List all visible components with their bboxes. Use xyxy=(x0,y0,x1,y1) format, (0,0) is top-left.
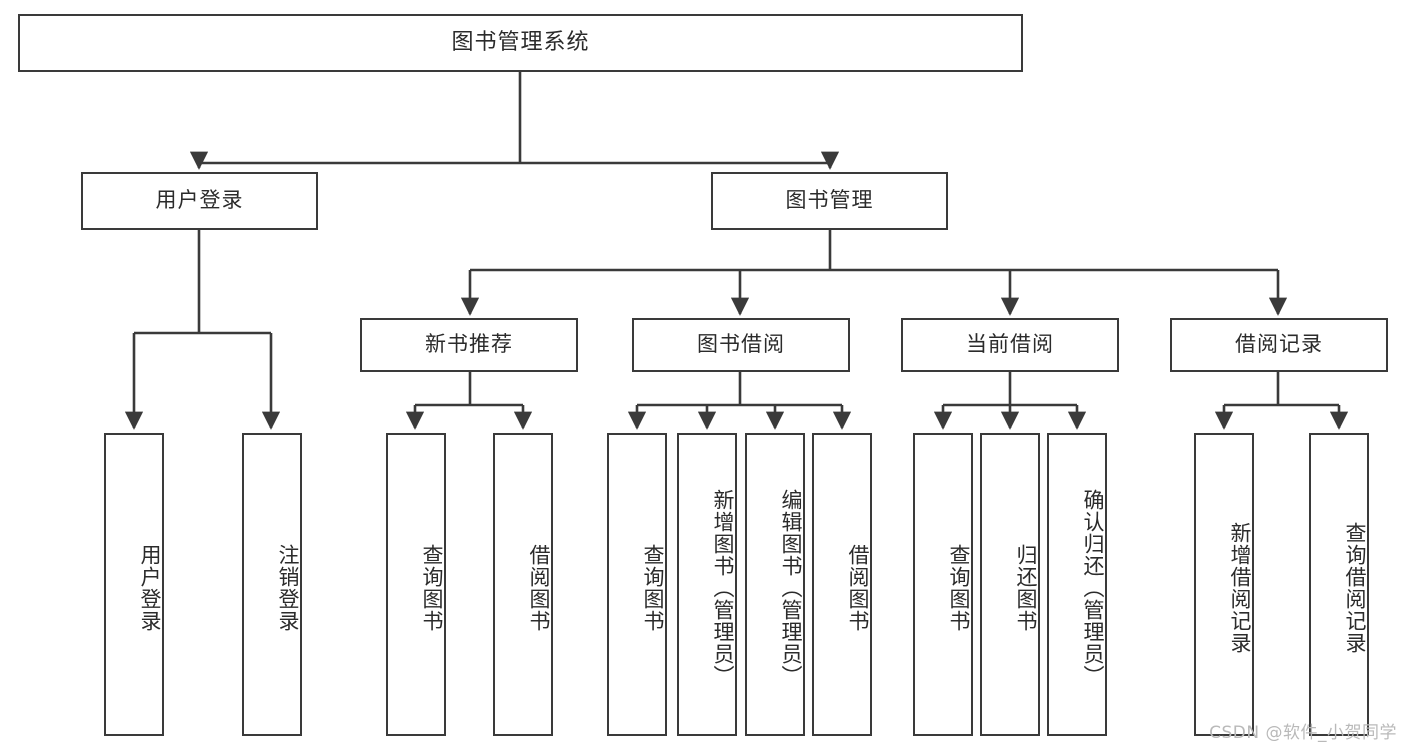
node-leaf-borrow-book-2-label: 借阅图书 xyxy=(846,543,870,632)
node-leaf-query-book-3-label: 查询图书 xyxy=(947,543,971,632)
node-borrow-record-label: 借阅记录 xyxy=(1235,332,1323,357)
node-leaf-user-login[interactable]: 用户登录 xyxy=(104,433,164,736)
node-leaf-edit-book[interactable]: 编辑图书（管理员） xyxy=(745,433,805,736)
node-root[interactable]: 图书管理系统 xyxy=(18,14,1023,72)
node-root-label: 图书管理系统 xyxy=(451,29,590,55)
node-leaf-query-book-3[interactable]: 查询图书 xyxy=(913,433,973,736)
node-current-borrow[interactable]: 当前借阅 xyxy=(901,318,1119,372)
node-current-borrow-label: 当前借阅 xyxy=(966,332,1054,357)
node-leaf-query-book-1-label: 查询图书 xyxy=(420,543,444,632)
node-leaf-confirm-return[interactable]: 确认归还（管理员） xyxy=(1047,433,1107,736)
node-leaf-query-book-1[interactable]: 查询图书 xyxy=(386,433,446,736)
node-leaf-borrow-book-1-label: 借阅图书 xyxy=(527,543,551,632)
node-leaf-add-book[interactable]: 新增图书（管理员） xyxy=(677,433,737,736)
node-leaf-add-record[interactable]: 新增借阅记录 xyxy=(1194,433,1254,736)
node-user-login-label: 用户登录 xyxy=(155,188,244,213)
node-new-book-recommend-label: 新书推荐 xyxy=(425,332,513,357)
node-leaf-return-book[interactable]: 归还图书 xyxy=(980,433,1040,736)
node-leaf-return-book-label: 归还图书 xyxy=(1014,543,1038,632)
node-book-borrow-label: 图书借阅 xyxy=(697,332,785,357)
node-leaf-logout-login[interactable]: 注销登录 xyxy=(242,433,302,736)
node-leaf-confirm-return-label: 确认归还（管理员） xyxy=(1081,488,1105,687)
node-leaf-query-record-label: 查询借阅记录 xyxy=(1343,521,1367,654)
node-leaf-add-record-label: 新增借阅记录 xyxy=(1228,521,1252,654)
node-leaf-query-record[interactable]: 查询借阅记录 xyxy=(1309,433,1369,736)
node-user-login[interactable]: 用户登录 xyxy=(81,172,318,230)
node-borrow-record[interactable]: 借阅记录 xyxy=(1170,318,1388,372)
node-leaf-user-login-label: 用户登录 xyxy=(138,543,162,632)
watermark: CSDN @软件_小贺同学 xyxy=(1209,723,1397,743)
node-book-management-label: 图书管理 xyxy=(785,188,874,213)
node-book-management[interactable]: 图书管理 xyxy=(711,172,948,230)
node-leaf-query-book-2-label: 查询图书 xyxy=(641,543,665,632)
node-leaf-borrow-book-2[interactable]: 借阅图书 xyxy=(812,433,872,736)
node-leaf-borrow-book-1[interactable]: 借阅图书 xyxy=(493,433,553,736)
node-leaf-add-book-label: 新增图书（管理员） xyxy=(711,488,735,687)
node-new-book-recommend[interactable]: 新书推荐 xyxy=(360,318,578,372)
node-leaf-edit-book-label: 编辑图书（管理员） xyxy=(779,488,803,687)
node-book-borrow[interactable]: 图书借阅 xyxy=(632,318,850,372)
node-leaf-logout-login-label: 注销登录 xyxy=(276,543,300,632)
node-leaf-query-book-2[interactable]: 查询图书 xyxy=(607,433,667,736)
